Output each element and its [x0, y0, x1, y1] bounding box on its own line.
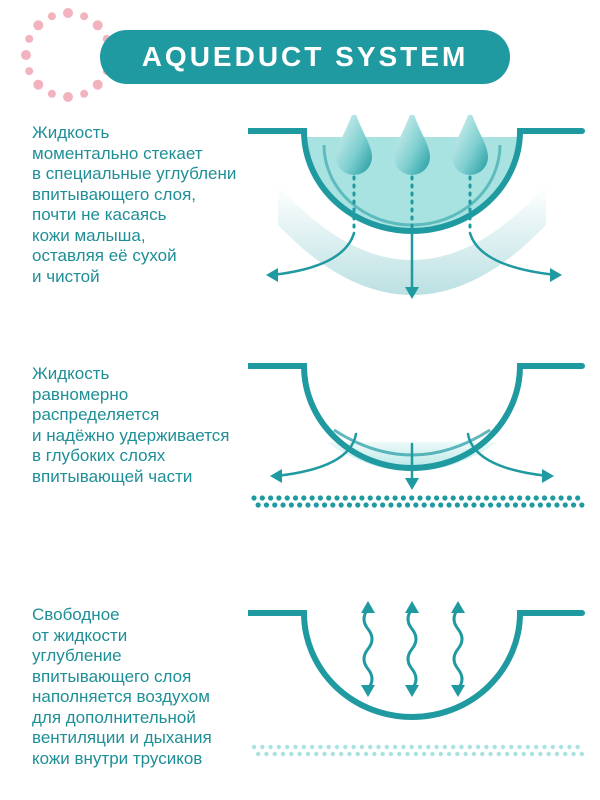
section-2: Жидкость равномерно распределяется и над… — [0, 350, 600, 520]
title-banner: AQUEDUCT SYSTEM — [100, 30, 510, 84]
droplet-icon — [336, 115, 488, 175]
bowl-outline — [248, 128, 585, 234]
section-2-illustration — [248, 363, 585, 508]
arrow-icon — [274, 432, 550, 484]
bowl-outline — [248, 610, 585, 720]
page-title: AQUEDUCT SYSTEM — [141, 41, 469, 72]
section-3: Свободное от жидкости углубление впитыва… — [0, 595, 600, 775]
section-3-text: Свободное от жидкости углубление впитыва… — [32, 605, 212, 768]
section-1-illustration — [248, 115, 585, 299]
section-3-illustration — [248, 601, 585, 757]
dotted-layer — [251, 495, 585, 508]
section-2-text: Жидкость равномерно распределяется и над… — [32, 364, 230, 486]
section-1-text: Жидкость моментально стекает в специальн… — [32, 123, 237, 286]
dotted-layer — [251, 744, 585, 757]
section-1: Жидкость моментально стекает в специальн… — [0, 115, 600, 315]
arrow-icon — [270, 231, 558, 293]
glow-band — [278, 185, 546, 295]
decorative-dots-icon — [21, 8, 115, 102]
wavy-arrow-icon — [362, 607, 464, 691]
